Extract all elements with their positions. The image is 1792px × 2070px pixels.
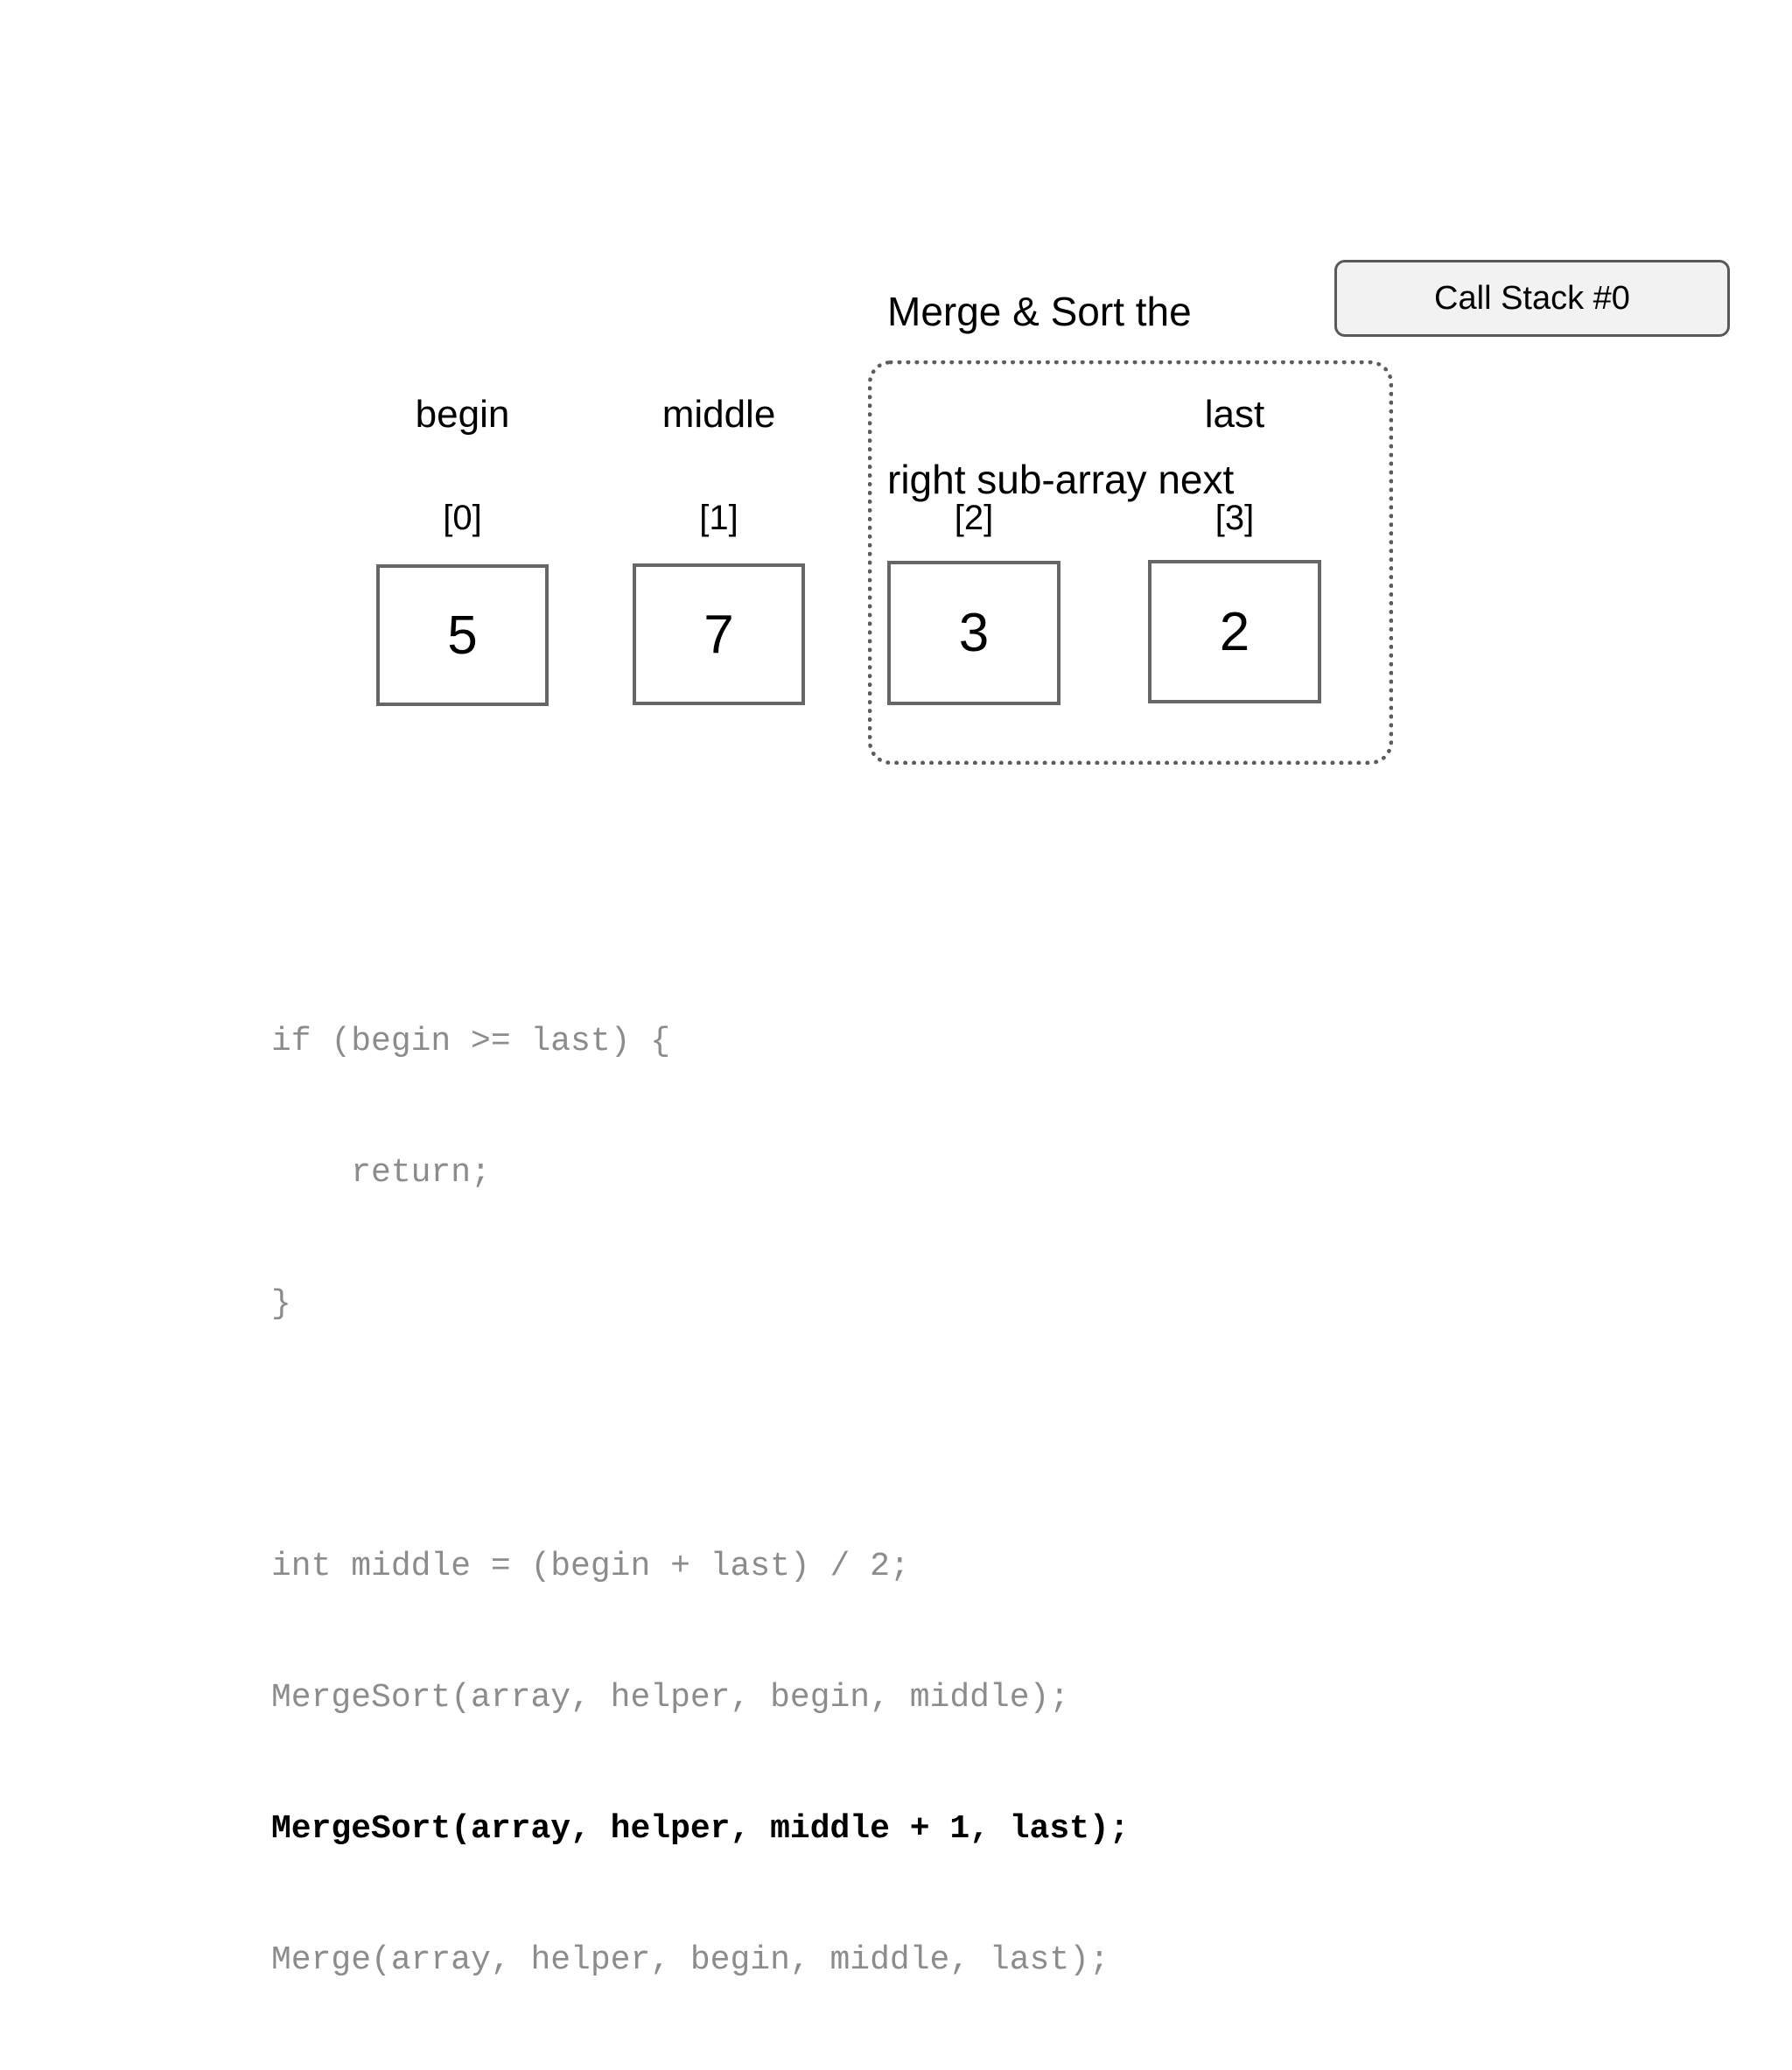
- array-cell-3[interactable]: 2: [1148, 560, 1321, 703]
- slide-canvas: Merge & Sort the right sub-array next Ca…: [271, 171, 1730, 1979]
- array-cell-2[interactable]: 3: [887, 561, 1060, 705]
- index-label-0: [0]: [443, 499, 482, 537]
- code-line: }: [271, 1285, 291, 1323]
- code-line: MergeSort(array, helper, begin, middle);: [271, 1679, 1070, 1717]
- code-line: int middle = (begin + last) / 2;: [271, 1548, 910, 1585]
- pointer-label-begin: begin: [415, 393, 510, 436]
- caption-line-1: Merge & Sort the: [887, 289, 1192, 334]
- right-subarray-highlight: [868, 360, 1393, 765]
- slide-caption: Merge & Sort the right sub-array next: [887, 171, 1234, 619]
- code-line: return;: [271, 1154, 491, 1192]
- array-cell-1[interactable]: 7: [633, 563, 805, 705]
- code-line: Merge(array, helper, begin, middle, last…: [271, 1941, 1110, 1979]
- code-listing: if (begin >= last) { return; } int middl…: [271, 933, 1130, 2070]
- call-stack-label: Call Stack #0: [1434, 279, 1630, 317]
- array-cell-0[interactable]: 5: [376, 564, 549, 706]
- code-line-active: MergeSort(array, helper, middle + 1, las…: [271, 1810, 1130, 1848]
- caption-line-2: right sub-array next: [887, 457, 1235, 502]
- call-stack-badge[interactable]: Call Stack #0: [1334, 260, 1730, 337]
- pointer-label-middle: middle: [662, 393, 776, 436]
- code-line-blank: [271, 1414, 1130, 1458]
- code-line: if (begin >= last) {: [271, 1023, 671, 1060]
- index-label-1: [1]: [699, 499, 738, 537]
